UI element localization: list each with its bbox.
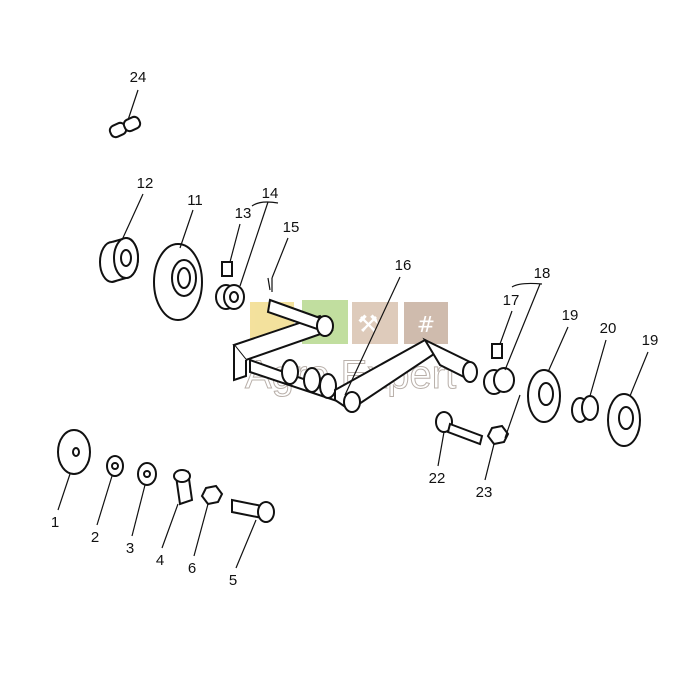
callout-11: 11 — [187, 192, 203, 209]
part-collar-2 — [483, 367, 515, 395]
svg-text:⚒: ⚒ — [357, 310, 379, 338]
callout-14: 14 — [262, 185, 279, 202]
callout-19a: 19 — [562, 307, 579, 324]
part-collar — [215, 284, 245, 310]
part-washer-small — [106, 455, 124, 477]
part-cotter-pin — [267, 277, 273, 292]
callout-13: 13 — [235, 205, 252, 222]
part-set-screw-2 — [491, 343, 503, 359]
svg-text:#: # — [417, 313, 435, 338]
part-bearing — [99, 236, 139, 283]
part-bearing-2 — [571, 395, 599, 423]
part-nut — [486, 424, 510, 446]
leader-lines — [57, 89, 649, 569]
part-washer-large — [57, 429, 91, 475]
part-nut-small — [200, 484, 224, 506]
callout-16: 16 — [395, 257, 412, 274]
callout-6: 6 — [188, 560, 196, 577]
callout-12: 12 — [137, 175, 154, 192]
callout-23: 23 — [476, 484, 493, 501]
callout-4: 4 — [156, 552, 164, 569]
callout-24: 24 — [130, 69, 147, 86]
callout-15: 15 — [283, 219, 300, 236]
part-washer — [137, 462, 157, 486]
callout-2: 2 — [91, 529, 99, 546]
part-crank-arm — [232, 298, 478, 413]
callout-18: 18 — [534, 265, 551, 282]
part-flange — [153, 243, 203, 321]
callout-3: 3 — [126, 540, 134, 557]
part-set-screw — [221, 261, 233, 277]
callout-20: 20 — [600, 320, 617, 337]
callout-1: 1 — [51, 514, 59, 531]
part-bolt-small — [231, 498, 275, 523]
part-spacer — [173, 469, 194, 506]
part-chain-link — [108, 115, 142, 139]
part-flange-3 — [607, 393, 641, 447]
callout-17: 17 — [503, 292, 520, 309]
part-flange-2 — [527, 369, 561, 423]
callout-22: 22 — [429, 470, 446, 487]
callout-19b: 19 — [642, 332, 659, 349]
callout-5: 5 — [229, 572, 237, 589]
